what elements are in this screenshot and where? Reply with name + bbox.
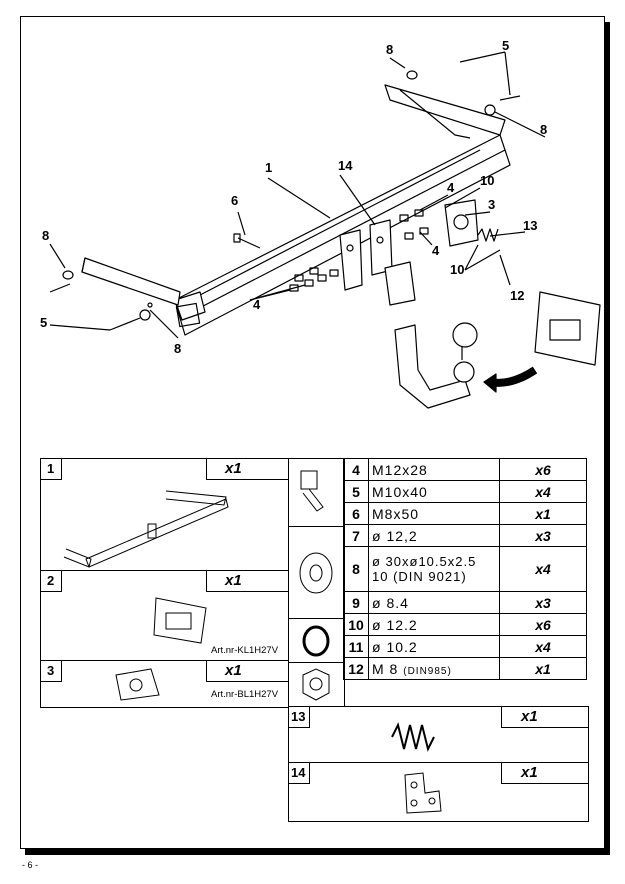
part-number: 8 [343,546,369,592]
part-spec: M 8 [372,660,399,677]
callout-4-upper: 4 [447,180,455,195]
part-spec-standard: (DIN985) [403,665,452,677]
callout-5-left: 5 [40,315,48,330]
table-row: 10 ø 12.2 x6 [343,613,587,636]
table-row: 9 ø 8.4 x3 [343,591,587,614]
part-number: 2 [47,573,55,588]
callout-8-right: 8 [540,122,548,137]
washer-icon-cell [288,526,345,620]
part-qty: x1 [521,708,538,725]
part-qty: x1 [225,572,242,589]
spring-icon [391,722,435,752]
callout-6: 6 [231,193,239,208]
table-row: 12 M 8 (DIN985) x1 [343,657,587,680]
spring-washer-icon [302,625,330,657]
callout-12: 12 [510,288,525,303]
part-number: 5 [343,480,369,503]
part-spec: ø 8.4 [368,591,500,614]
part-qty: x6 [499,458,587,481]
part-number: 4 [343,458,369,481]
part-number: 9 [343,591,369,614]
callout-10-lower: 10 [450,262,465,277]
part-qty: x3 [499,591,587,614]
part-qty: x1 [499,502,587,525]
part-number: 12 [343,657,369,680]
callout-4-lower: 4 [253,297,261,312]
bolt-icon [300,470,324,512]
part-number: 10 [343,613,369,636]
callout-1: 1 [265,160,273,175]
table-row: 7 ø 12,2 x3 [343,524,587,547]
part-spec: ø 12,2 [368,524,500,547]
table-row: 8 ø 30xø10.5x2.5 10 (DIN 9021) x4 [343,546,587,592]
part-spec: M10x40 [368,480,500,503]
article-number: Art.nr-KL1H27V [211,645,279,656]
part-spec: ø 12.2 [368,613,500,636]
part-qty: x6 [499,613,587,636]
part-13-cell: 13 x1 [288,706,589,764]
part-spec-line2: 10 (DIN 9021) [372,569,467,584]
callout-8-left: 8 [42,228,50,243]
part-spec: M12x28 [368,458,500,481]
part-number: 13 [291,709,306,724]
callout-3: 3 [488,197,496,212]
part-number: 11 [343,635,369,658]
parts-spec-table: 4 M12x28 x6 5 M10x40 x4 6 M8x50 x1 7 ø 1… [343,458,587,680]
callout-5-top: 5 [502,38,510,53]
part-qty: x1 [225,662,242,679]
nut-icon-cell [288,662,345,708]
part-2-cell: 2 x1 Art.nr-KL1H27V [40,570,290,662]
washer-icon [299,552,333,594]
crossbar-thumbnail [63,490,229,568]
part-1-cell: 1 x1 [40,458,290,572]
part-spec: M8x50 [368,502,500,525]
table-row: 11 ø 10.2 x4 [343,635,587,658]
table-row: 4 M12x28 x6 [343,458,587,481]
callout-8-bottom: 8 [174,341,182,356]
bolt-icon-cell [288,458,345,528]
socket-kit-thumbnail [153,597,207,644]
callout-4-middle: 4 [432,243,440,258]
article-number: Art.nr-BL1H27V [211,689,279,700]
part-number: 14 [291,765,306,780]
nut-icon [302,668,330,701]
bracket-icon [404,772,442,814]
part-spec: ø 30xø10.5x2.5 [372,554,477,569]
table-row: 6 M8x50 x1 [343,502,587,525]
callout-14: 14 [338,158,353,173]
part-number: 7 [343,524,369,547]
callout-13: 13 [523,218,538,233]
part-qty: x4 [499,480,587,503]
part-qty: x1 [225,460,242,477]
socket-plate-thumbnail [115,668,160,701]
page-number: - 6 - [22,860,39,870]
part-qty: x1 [499,657,587,680]
spring-washer-icon-cell [288,618,345,664]
part-qty: x3 [499,524,587,547]
part-qty: x1 [521,764,538,781]
part-number: 3 [47,663,55,678]
part-3-cell: 3 x1 Art.nr-BL1H27V [40,660,290,708]
exploded-diagram [49,51,601,409]
part-spec: ø 10.2 [368,635,500,658]
callout-10-upper: 10 [480,173,495,188]
part-number: 1 [47,461,55,476]
part-qty: x4 [499,546,587,592]
table-row: 5 M10x40 x4 [343,480,587,503]
part-14-cell: 14 x1 [288,762,589,822]
callout-8-top: 8 [386,42,394,57]
part-number: 6 [343,502,369,525]
part-qty: x4 [499,635,587,658]
